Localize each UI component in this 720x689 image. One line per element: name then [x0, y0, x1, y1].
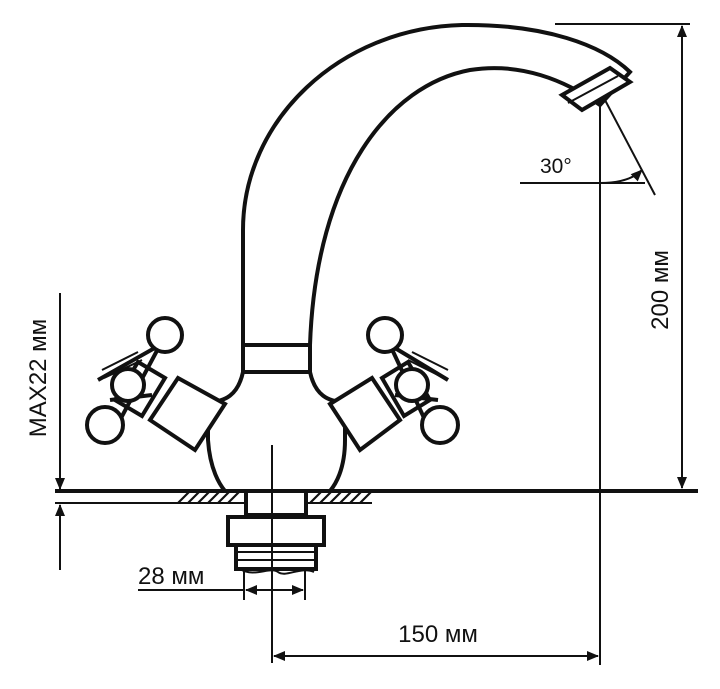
- countertop-hatching-left: [177, 490, 241, 504]
- countertop: [55, 489, 698, 504]
- reach-dimension-label: 150 мм: [398, 621, 478, 648]
- thread-dimension-label: 28 мм: [138, 563, 204, 590]
- reach-dimension: 150 мм: [273, 621, 599, 661]
- right-valve: [327, 316, 460, 453]
- thread-connector: [226, 489, 326, 575]
- thread-dimension: 28 мм: [138, 563, 306, 600]
- spout: [241, 22, 634, 380]
- left-valve: [85, 316, 228, 453]
- height-dimension: 200 мм: [555, 23, 698, 491]
- spout-angle-dimension: 30°: [520, 99, 656, 665]
- faucet-body: [206, 370, 347, 493]
- max-thickness-label: MAX22 мм: [25, 319, 52, 437]
- spout-angle-label: 30°: [540, 155, 572, 178]
- max-thickness-dimension: MAX22 мм: [25, 293, 65, 570]
- height-dimension-label: 200 мм: [647, 250, 674, 330]
